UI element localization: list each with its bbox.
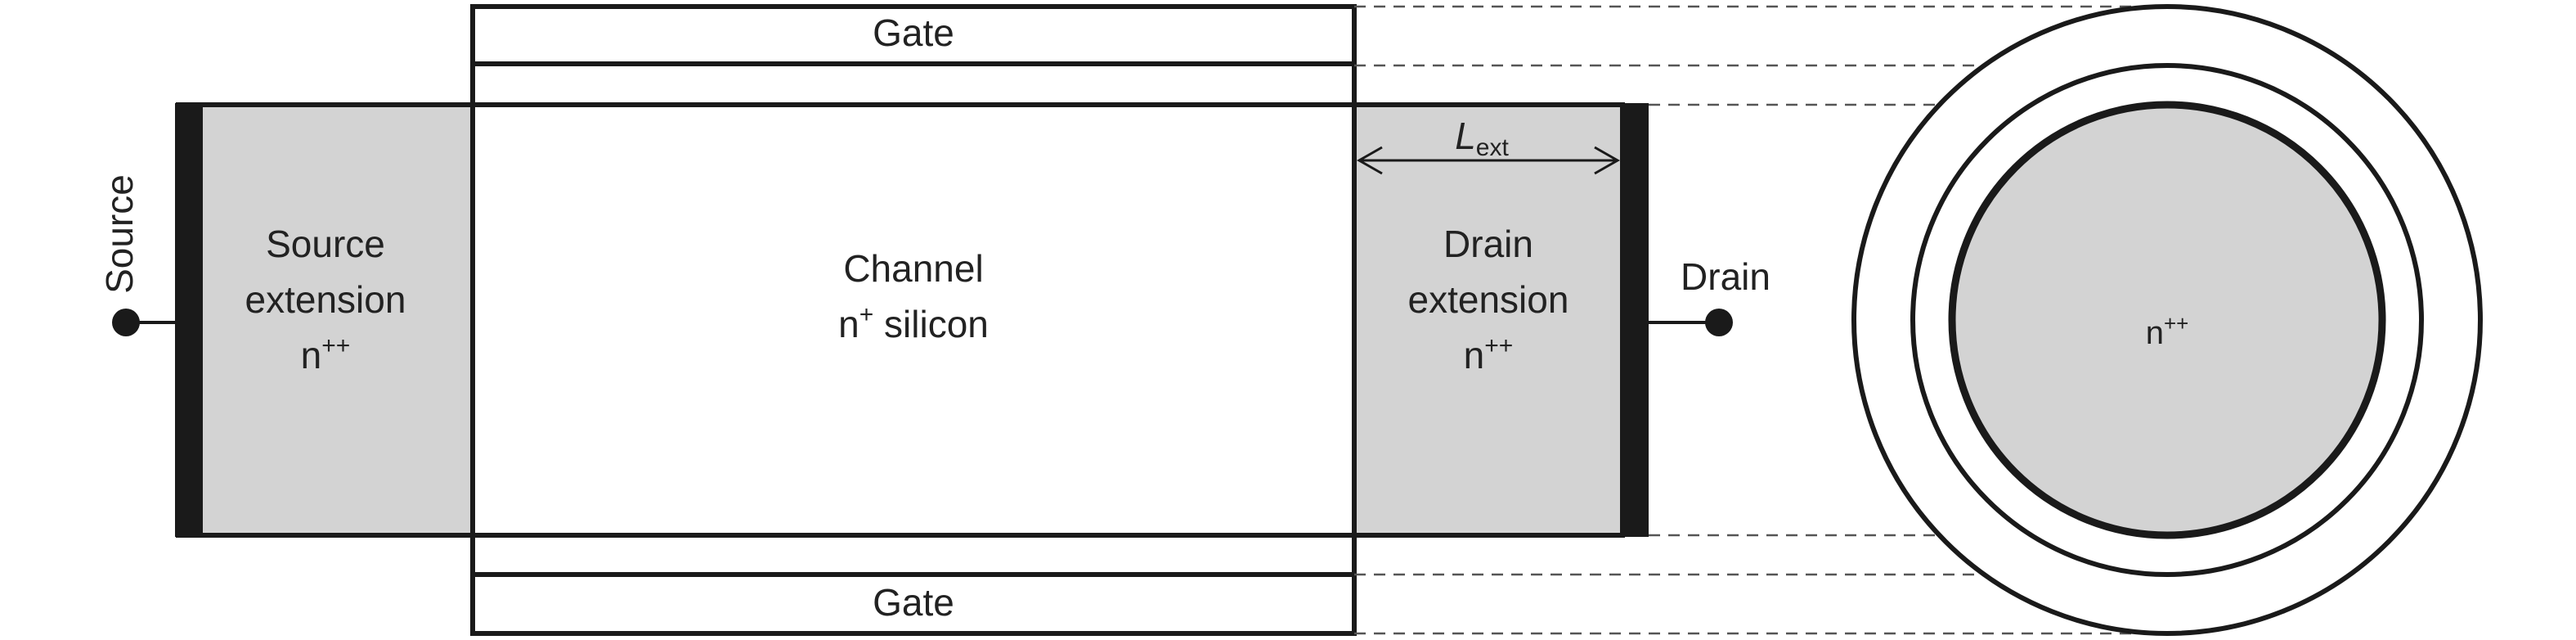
gate-oxide-bottom — [470, 533, 1357, 577]
drain-terminal-label: Drain — [1681, 255, 1770, 298]
lext-label: Lext — [1455, 115, 1509, 161]
drain-extension-region — [1352, 102, 1625, 538]
source-contact — [175, 103, 203, 537]
drain-ext-label-line1: Drain — [1443, 223, 1533, 265]
source-extension-region — [176, 102, 475, 538]
channel-label-line2: n+ silicon — [838, 301, 989, 345]
gate-top — [470, 4, 1357, 66]
source-terminal-label: Source — [98, 174, 141, 294]
source-ext-doping-label: n++ — [301, 332, 351, 376]
drain-ext-label-line2: extension — [1408, 278, 1569, 321]
source-ext-label-line1: Source — [266, 223, 385, 265]
lext-arrow-left-head — [1356, 146, 1383, 175]
drain-ext-doping-label: n++ — [1464, 332, 1514, 376]
drain-contact — [1621, 103, 1649, 537]
source-ext-label-line2: extension — [245, 278, 406, 321]
cross-section-core — [1948, 101, 2386, 539]
gate-oxide-top — [470, 61, 1357, 107]
gate-bottom-label: Gate — [873, 581, 954, 624]
gate-bottom — [470, 572, 1357, 636]
drain-terminal-dot — [1705, 309, 1733, 336]
gate-top-label: Gate — [873, 11, 954, 54]
lext-arrow-right-head — [1594, 146, 1621, 175]
source-terminal-dot — [112, 309, 140, 336]
channel-label-line1: Channel — [843, 247, 983, 290]
cross-section-doping-label: n++ — [2146, 311, 2189, 351]
